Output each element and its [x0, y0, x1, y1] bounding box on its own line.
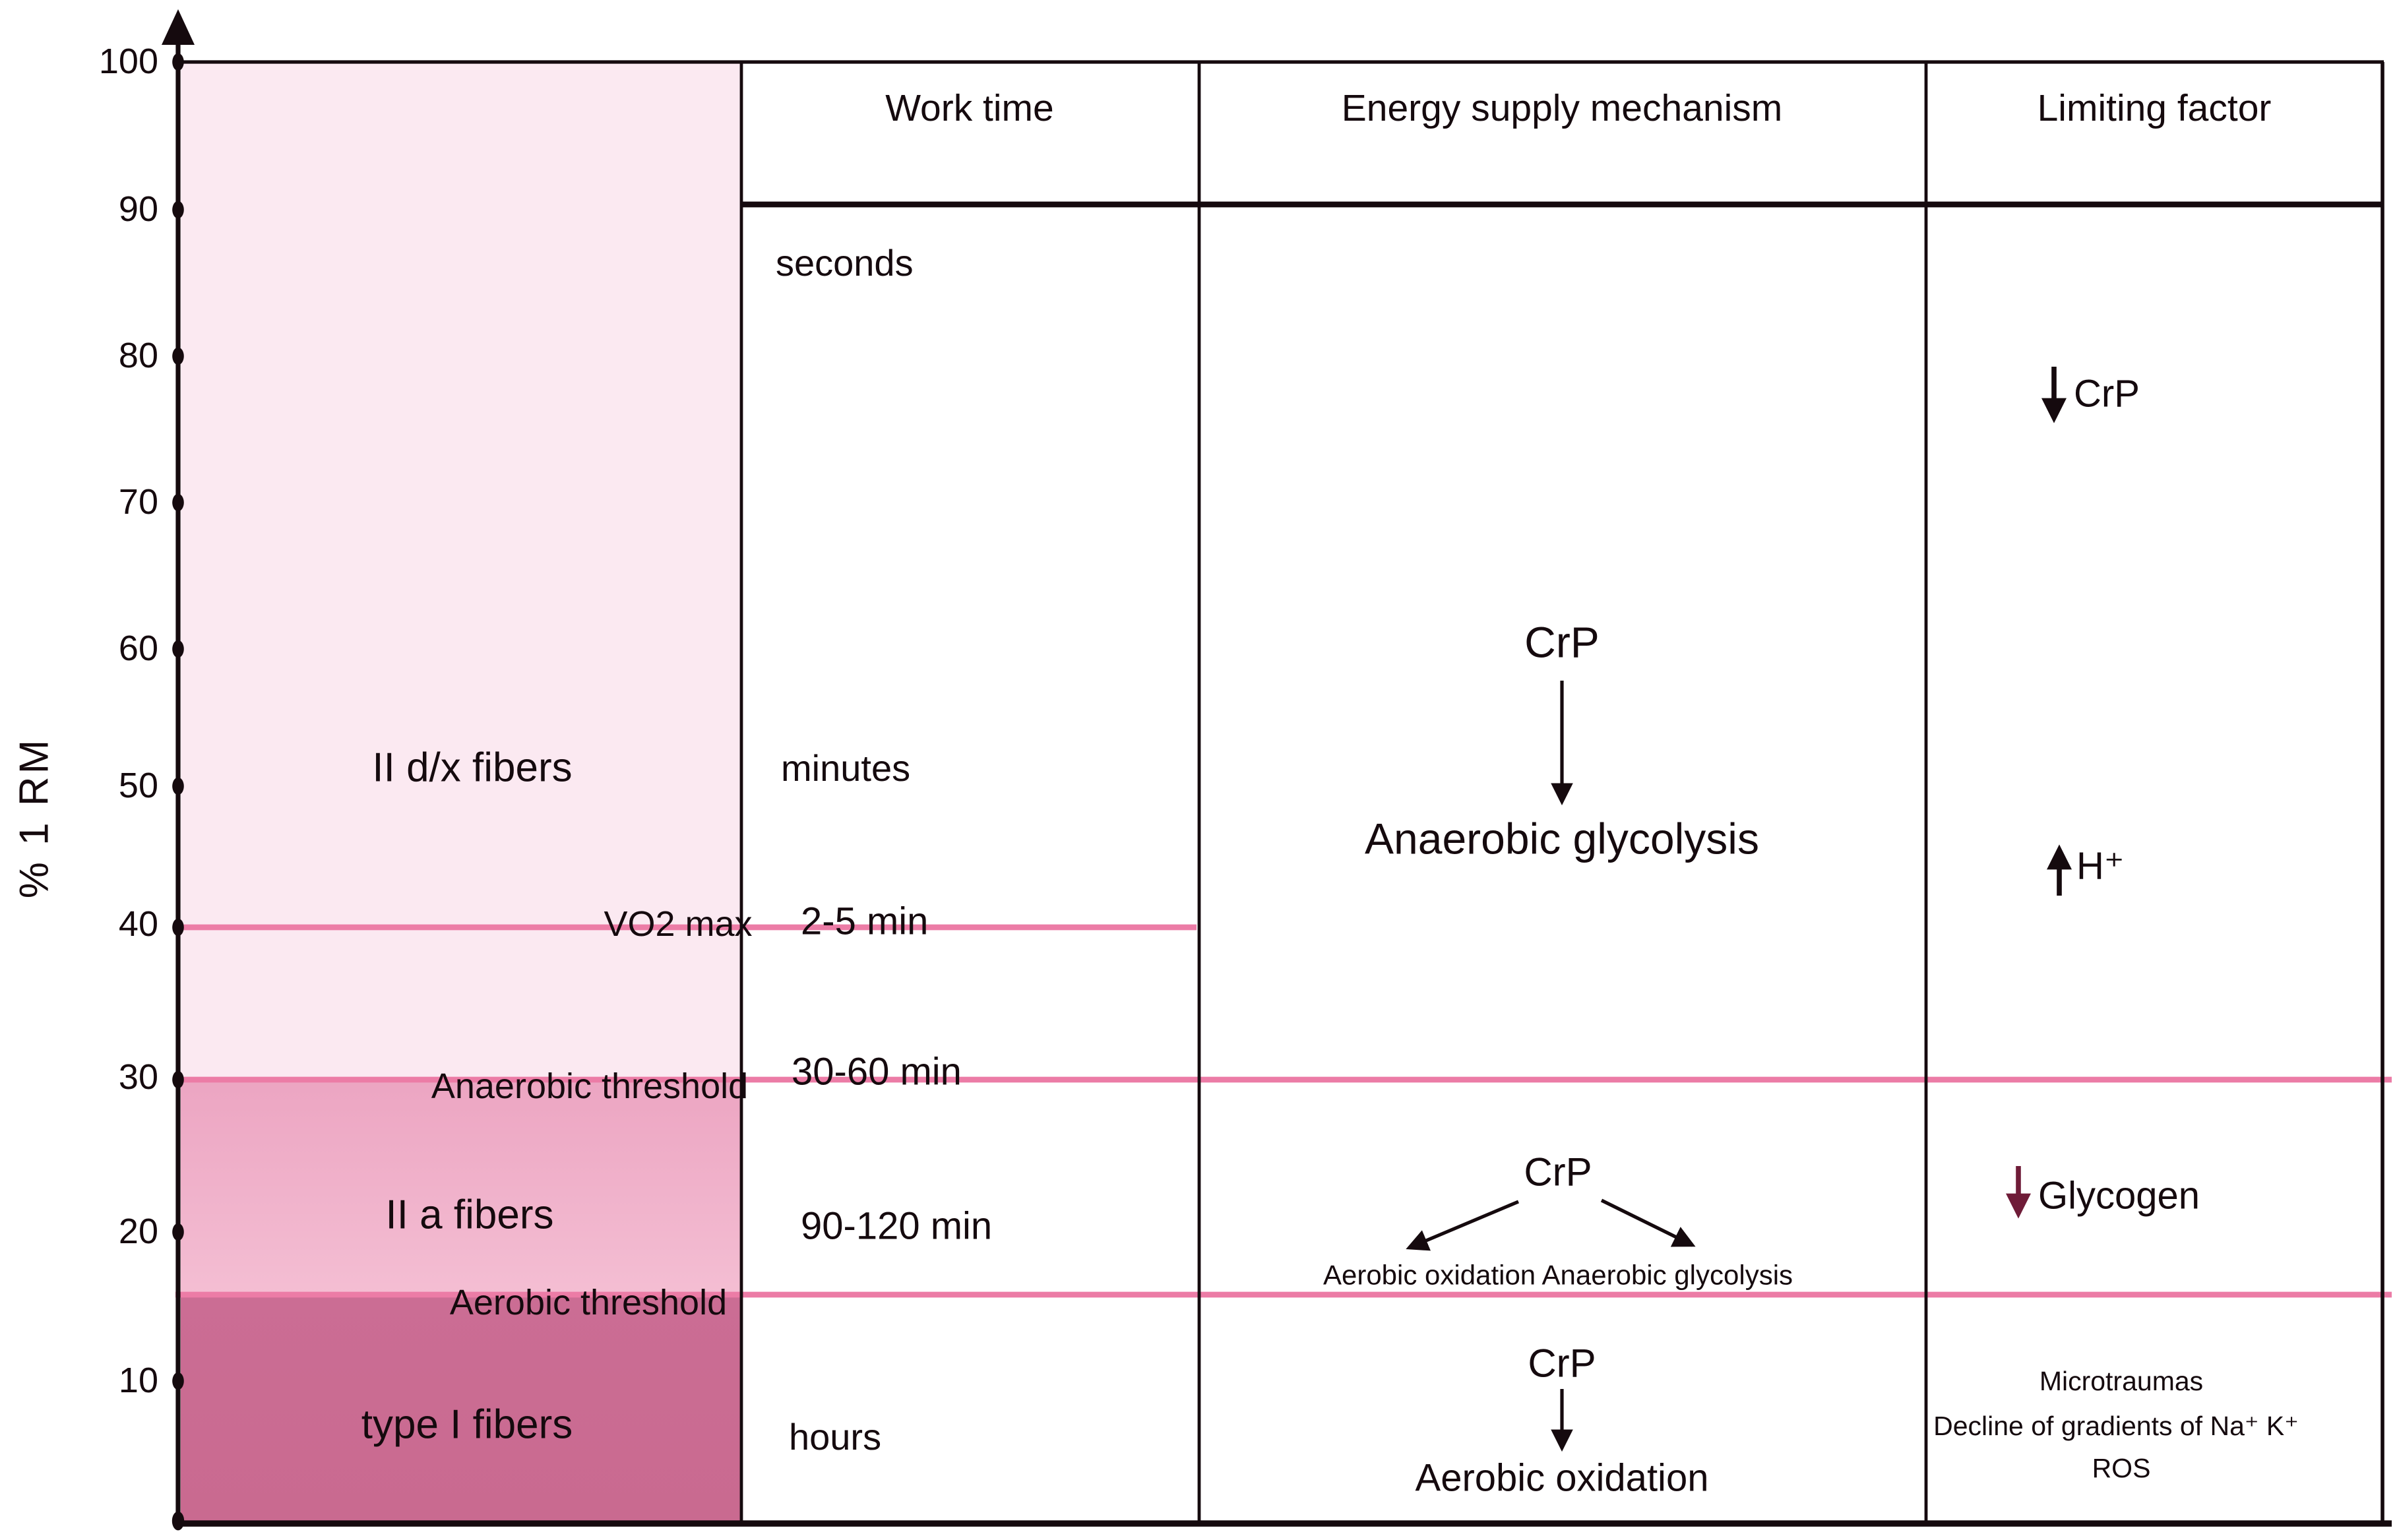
limiting-ros: ROS	[2092, 1453, 2151, 1484]
energy-zone3-crp: CrP	[1528, 1342, 1596, 1386]
energy-zone1-crp: CrP	[1524, 617, 1600, 667]
label-aerobic-threshold: Aerobic threshold	[449, 1282, 728, 1322]
limiting-glycogen: Glycogen	[2038, 1175, 2200, 1218]
tick-label-60: 60	[118, 628, 158, 668]
tick-dot-60	[172, 640, 184, 658]
tick-dot-20	[172, 1223, 184, 1241]
header-work-time: Work time	[885, 88, 1054, 131]
header-limiting-factor: Limiting factor	[2037, 88, 2272, 131]
worktime-30-60-min: 30-60 min	[792, 1051, 962, 1094]
limiting-na-k-gradients: Decline of gradients of Na⁺ K⁺	[1933, 1411, 2299, 1442]
tick-dot-80	[172, 347, 184, 365]
y-axis-arrowhead	[162, 9, 195, 45]
tick-label-10: 10	[118, 1360, 158, 1400]
zone-iia-fibers-fill	[181, 1079, 741, 1295]
tick-dot-100	[172, 53, 184, 71]
energy-zone1-anaerobic-glycolysis: Anaerobic glycolysis	[1365, 814, 1759, 863]
tick-dot-30	[172, 1070, 184, 1089]
tick-label-80: 80	[118, 335, 158, 375]
tick-label-100: 100	[98, 41, 158, 81]
tick-label-90: 90	[118, 189, 158, 229]
limiting-crp: CrP	[2074, 373, 2140, 416]
energy-zone2-products: Aerobic oxidation Anaerobic glycolysis	[1323, 1260, 1793, 1291]
worktime-hours: hours	[789, 1416, 882, 1458]
y-axis-tick-dots	[171, 53, 185, 1531]
y-axis-title: % 1 RM	[11, 737, 57, 899]
tick-dot-10	[172, 1372, 184, 1390]
tick-dot-50	[172, 777, 184, 795]
label-vo2max: VO2 max	[604, 904, 753, 944]
crp-to-aerobic-oxidation-left-arrow	[1406, 1200, 1520, 1251]
tick-dot-origin	[171, 1511, 185, 1531]
label-iidx-fibers: II d/x fibers	[372, 744, 573, 791]
tick-dot-40	[172, 918, 184, 937]
energy-zone2-crp: CrP	[1524, 1151, 1592, 1195]
energy-zone3-aerobic-oxidation: Aerobic oxidation	[1415, 1458, 1709, 1500]
tick-label-20: 20	[118, 1211, 158, 1251]
zone-iidx-fibers-fill	[181, 63, 741, 1079]
header-energy-supply: Energy supply mechanism	[1341, 88, 1783, 131]
tick-label-40: 40	[118, 904, 158, 944]
tick-dot-70	[172, 493, 184, 512]
tick-label-70: 70	[118, 481, 158, 522]
crp-to-anaerobic-glycolysis-right-arrow	[1600, 1198, 1696, 1247]
worktime-minutes: minutes	[781, 747, 911, 789]
zone-typei-fibers-fill	[181, 1294, 741, 1524]
worktime-2-5-min: 2-5 min	[801, 901, 929, 944]
tick-dot-90	[172, 200, 184, 219]
label-iia-fibers: II a fibers	[385, 1191, 554, 1238]
limiting-h-plus: H⁺	[2076, 846, 2125, 888]
label-typei-fibers: type I fibers	[361, 1401, 573, 1448]
label-anaerobic-threshold: Anaerobic threshold	[431, 1066, 749, 1106]
tick-label-30: 30	[118, 1057, 158, 1097]
worktime-90-120-min: 90-120 min	[801, 1206, 993, 1248]
limiting-microtraumas: Microtraumas	[2039, 1366, 2204, 1397]
tick-label-50: 50	[118, 765, 158, 805]
worktime-seconds: seconds	[776, 242, 914, 284]
